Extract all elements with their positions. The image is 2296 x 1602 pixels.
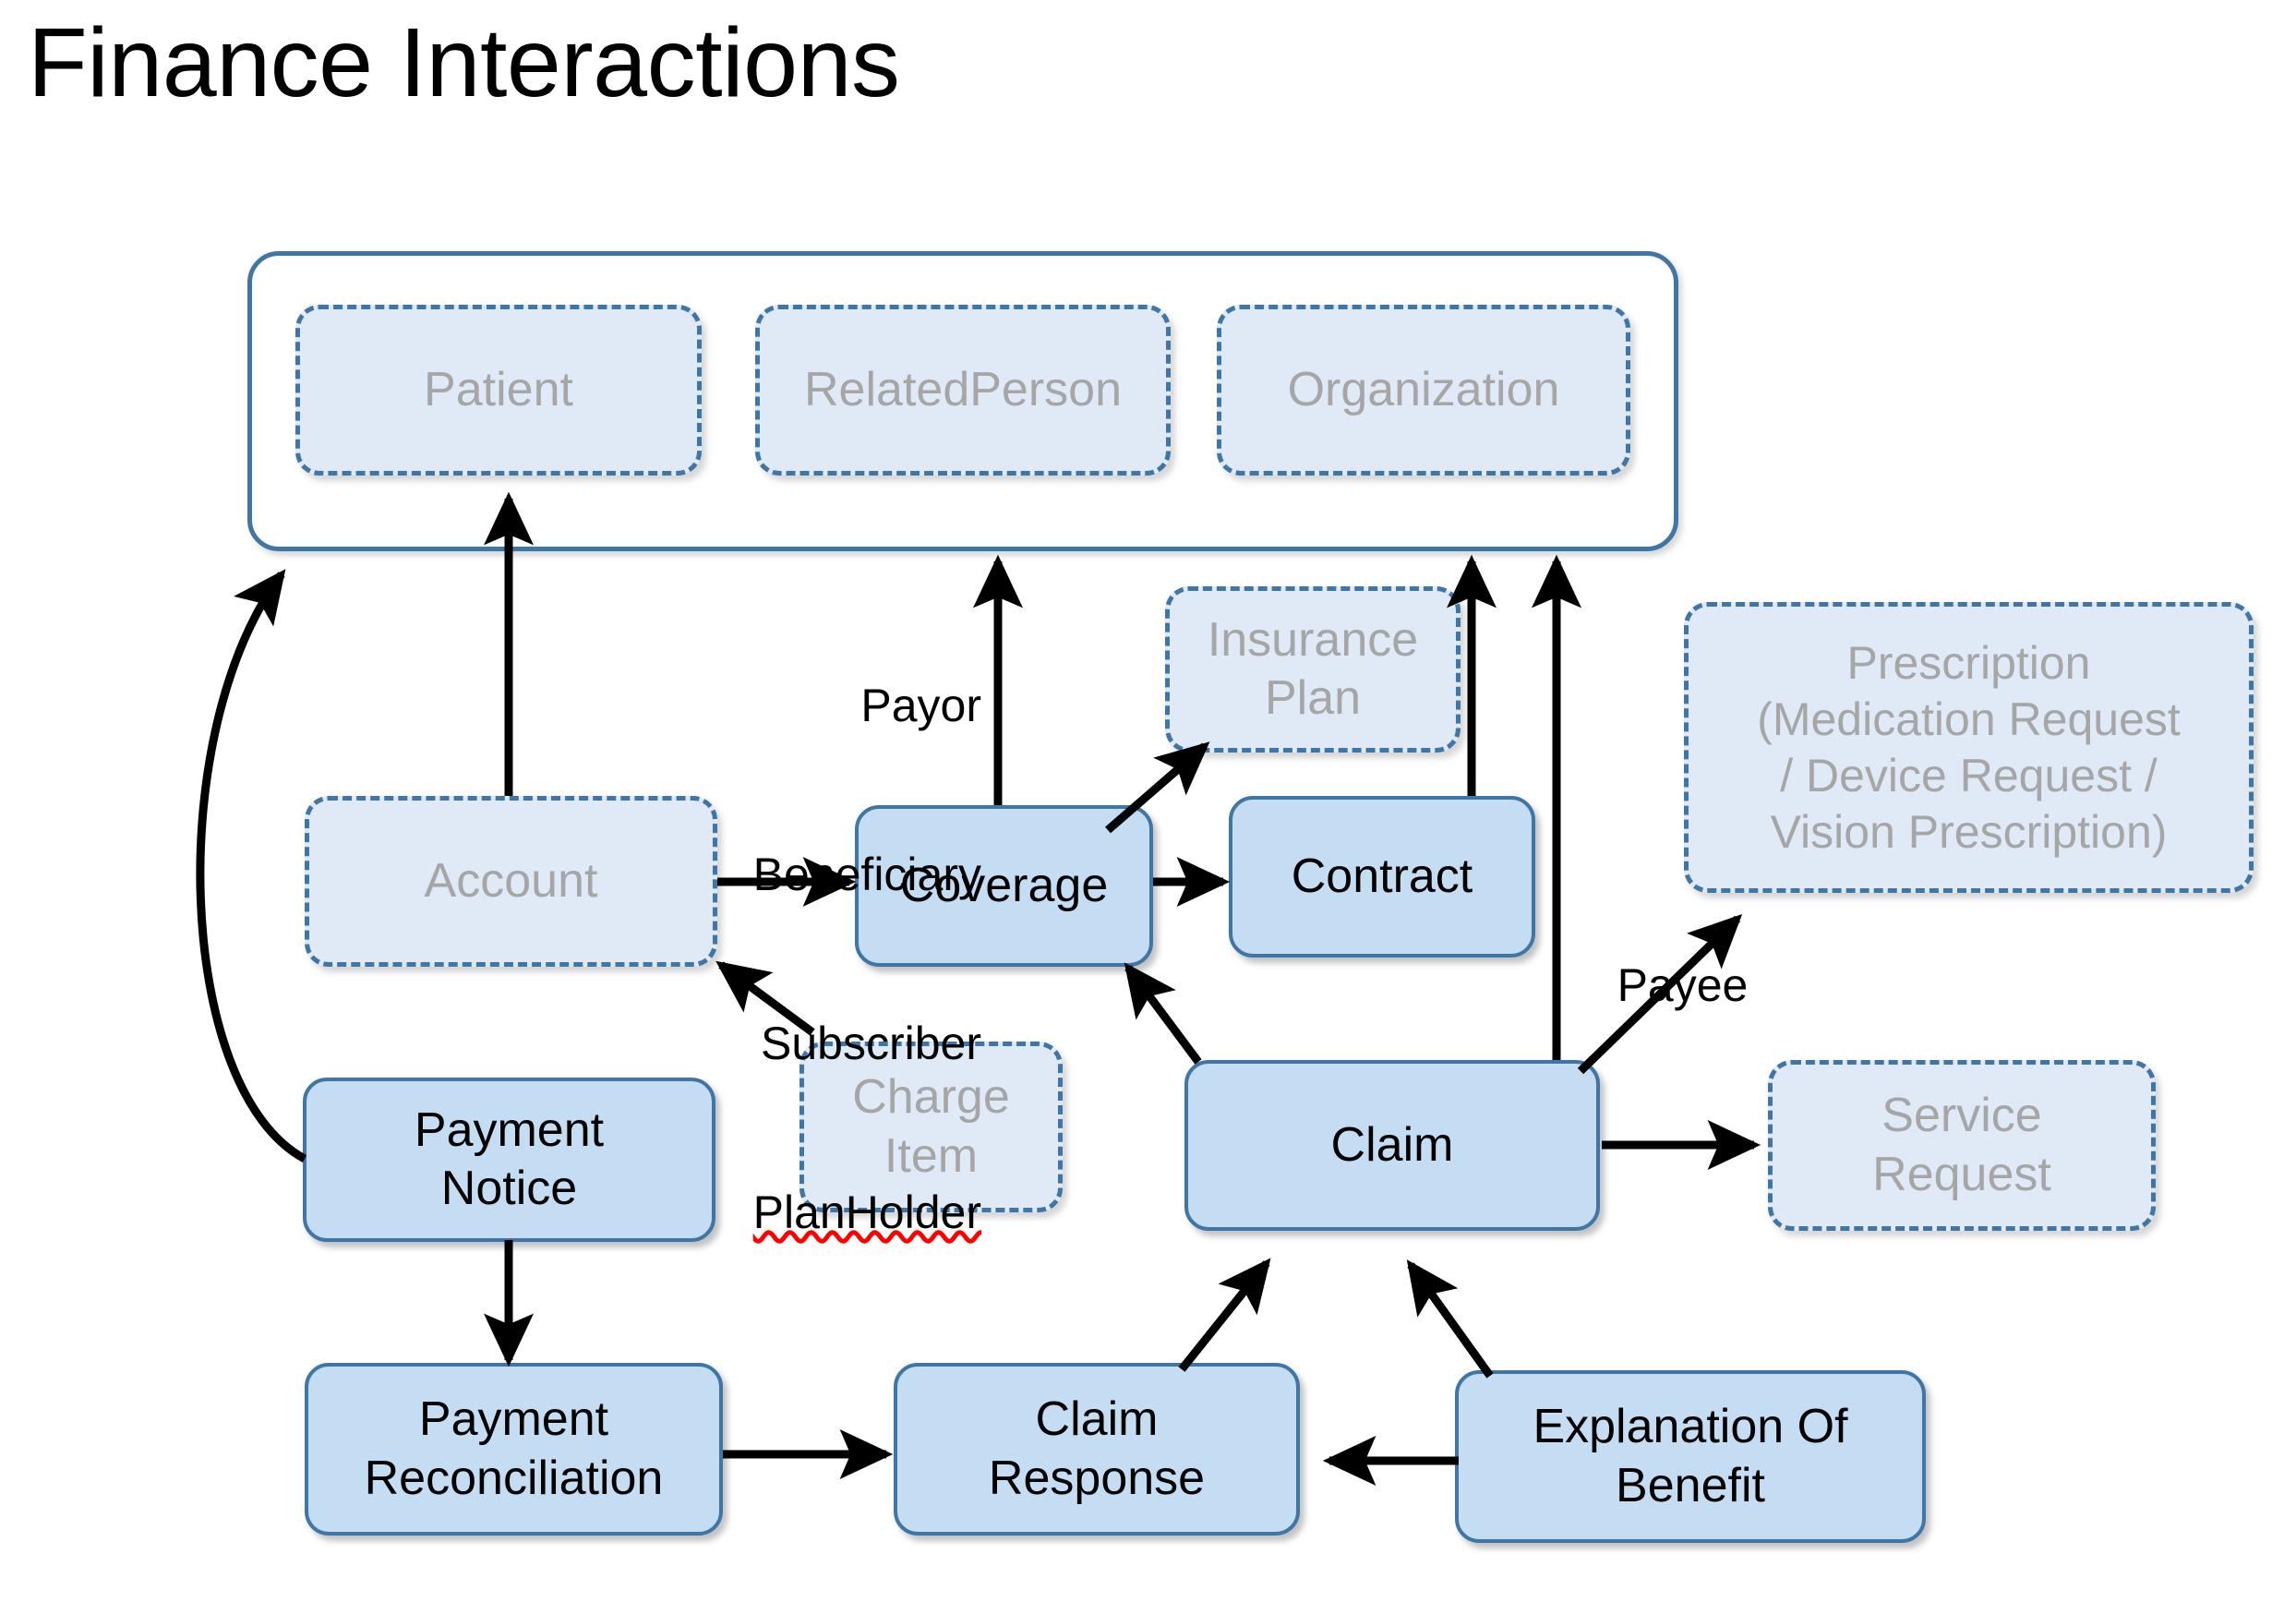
node-account-label: Account	[424, 853, 598, 908]
edge-payment-notice-to-actor-group	[196, 569, 307, 1162]
node-coverage-label: Coverage	[899, 858, 1109, 912]
node-contract-label: Contract	[1291, 849, 1473, 903]
edge-claim-response-to-claim	[1178, 1258, 1271, 1372]
node-claim[interactable]: Claim	[1184, 1060, 1600, 1231]
node-organization[interactable]: Organization	[1217, 305, 1630, 476]
edge-label-role-planholder-text: PlanHolder	[752, 1186, 981, 1238]
node-coverage[interactable]: Coverage	[855, 805, 1153, 967]
node-claim-response-label: Claim Response	[988, 1392, 1206, 1505]
node-payment-reconciliation-label: Payment Reconciliation	[364, 1392, 664, 1505]
node-charge-item[interactable]: Charge Item	[799, 1042, 1063, 1212]
node-service-request-label: Service Request	[1872, 1089, 2051, 1201]
node-insurance-plan-label: Insurance Plan	[1207, 612, 1419, 725]
node-prescription[interactable]: Prescription (Medication Request / Devic…	[1684, 602, 2254, 893]
edge-label-role-subscriber: Subscriber	[761, 1018, 981, 1069]
edge-label-payee-text: Payee	[1617, 959, 1749, 1011]
edge-label-payee: Payee	[1566, 901, 1749, 1070]
edge-label-role-planholder: PlanHolder	[691, 1185, 981, 1241]
node-insurance-plan[interactable]: Insurance Plan	[1165, 586, 1461, 753]
node-relatedperson-label: RelatedPerson	[804, 362, 1122, 416]
node-claim-response[interactable]: Claim Response	[894, 1363, 1300, 1536]
node-patient[interactable]: Patient	[295, 305, 702, 476]
node-explanation-of-benefit[interactable]: Explanation Of Benefit	[1455, 1370, 1926, 1543]
edge-label-role-payor: Payor	[860, 680, 981, 731]
page-title: Finance Interactions	[28, 8, 900, 117]
node-relatedperson[interactable]: RelatedPerson	[755, 305, 1171, 476]
node-payment-reconciliation[interactable]: Payment Reconciliation	[305, 1363, 723, 1536]
node-organization-label: Organization	[1287, 362, 1560, 416]
node-explanation-of-benefit-label: Explanation Of Benefit	[1533, 1400, 1848, 1512]
node-prescription-label: Prescription (Medication Request / Devic…	[1757, 636, 2181, 858]
node-contract[interactable]: Contract	[1229, 796, 1535, 958]
node-patient-label: Patient	[424, 362, 573, 416]
edge-label-role-beneficiary: Beneficiary	[752, 849, 981, 900]
node-service-request[interactable]: Service Request	[1768, 1060, 2156, 1231]
edge-claim-to-coverage	[1124, 962, 1202, 1065]
node-claim-label: Claim	[1330, 1117, 1454, 1172]
node-charge-item-label: Charge Item	[852, 1070, 1010, 1183]
node-payment-notice[interactable]: Payment Notice	[303, 1078, 715, 1242]
node-account[interactable]: Account	[305, 796, 717, 967]
edge-label-coverage-roles: Payor Beneficiary Subscriber PlanHolder	[691, 565, 981, 1354]
node-payment-notice-label: Payment Notice	[414, 1102, 605, 1215]
edge-explanation-of-benefit-to-claim	[1406, 1259, 1494, 1379]
